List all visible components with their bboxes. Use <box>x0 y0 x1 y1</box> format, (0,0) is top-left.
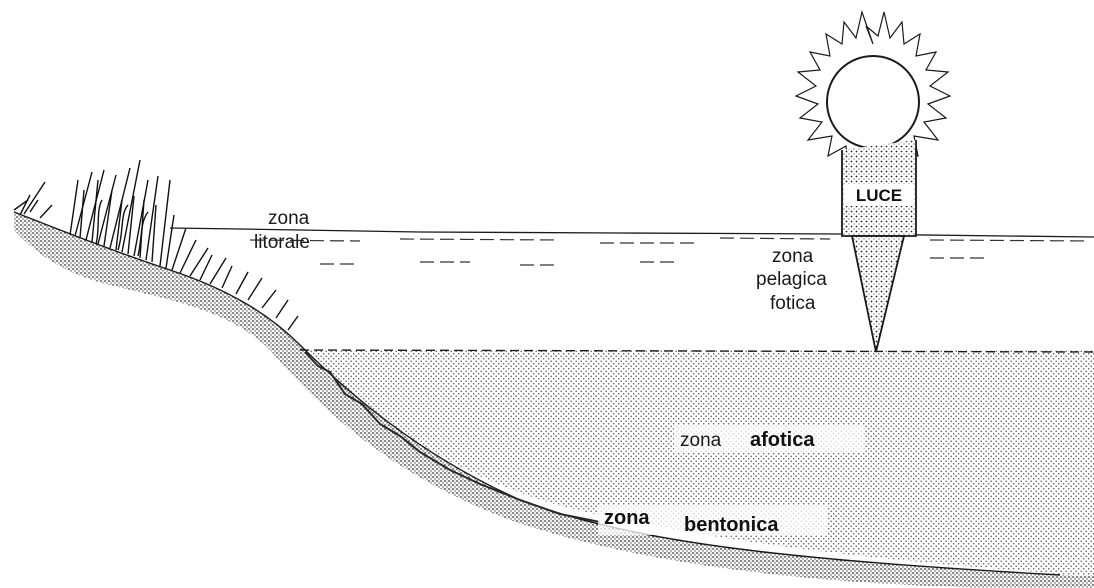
zona-afotica-label-1: zona <box>680 430 722 451</box>
zona-bentonica-label-2: bentonica <box>684 514 779 536</box>
light-beam-cone <box>852 236 904 352</box>
zona-pelagica-label-2: pelagica <box>756 269 827 290</box>
zona-litorale-label-1: zona <box>268 208 310 229</box>
sun-disk <box>827 56 919 148</box>
zona-litorale-label-2: litorale <box>254 232 310 253</box>
luce-label: LUCE <box>856 186 902 205</box>
zona-pelagica-label-3: fotica <box>770 293 816 314</box>
water-ripples <box>250 238 1090 265</box>
zona-bentonica-label-1: zona <box>604 507 650 529</box>
zona-pelagica-label-1: zona <box>772 246 814 267</box>
zona-afotica-label-2: afotica <box>750 429 815 451</box>
